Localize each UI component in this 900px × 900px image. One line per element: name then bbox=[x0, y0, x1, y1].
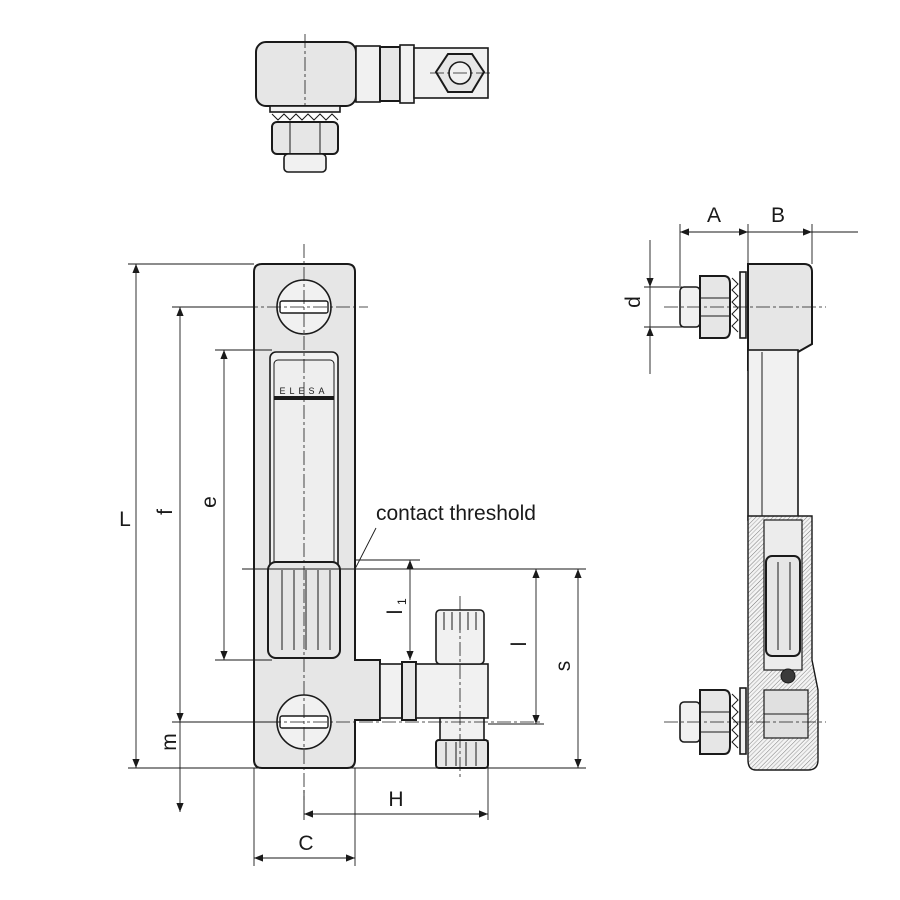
front-view-ring bbox=[401, 661, 417, 721]
dim-e-label: e bbox=[198, 496, 221, 508]
top-view bbox=[255, 34, 492, 173]
top-view-nut bbox=[271, 121, 339, 155]
cable-nut-knurl bbox=[445, 742, 477, 766]
dim-m-label: m bbox=[158, 733, 181, 751]
top-view-body bbox=[255, 41, 357, 107]
dim-f-label: f bbox=[154, 509, 177, 515]
callout-leader bbox=[354, 527, 377, 570]
front-view-cable-gland bbox=[439, 717, 485, 741]
top-view-collar bbox=[355, 45, 381, 103]
callout-label: contact threshold bbox=[376, 502, 536, 525]
dim-l1-subscript: 1 bbox=[395, 598, 409, 605]
front-view-connector bbox=[415, 663, 489, 719]
dim-s-label: s bbox=[552, 661, 575, 672]
top-view-nut-band bbox=[379, 46, 401, 102]
dim-H-label: H bbox=[388, 788, 403, 811]
side-view bbox=[664, 263, 826, 771]
top-view-spring-washer bbox=[271, 113, 339, 121]
front-view: ELESA bbox=[244, 244, 540, 800]
front-view-collar bbox=[379, 663, 403, 719]
dim-d-label: d bbox=[622, 296, 645, 308]
side-view-ball bbox=[780, 668, 796, 684]
front-dimensions: L f e m l 1 l s H C contact threshold bbox=[119, 263, 586, 866]
top-view-washer bbox=[269, 105, 341, 113]
side-dimensions: A B d bbox=[622, 204, 858, 374]
side-view-top-washer bbox=[739, 271, 747, 339]
side-view-bottom-spring-washer bbox=[731, 693, 739, 749]
float-ribs bbox=[281, 570, 331, 650]
side-view-top-spring-washer bbox=[731, 277, 739, 333]
dim-B-label: B bbox=[771, 204, 785, 227]
front-view-cable-nut bbox=[435, 739, 489, 769]
dim-l1-label: l bbox=[384, 610, 407, 615]
side-view-float bbox=[765, 555, 801, 657]
side-view-upper-body bbox=[747, 349, 799, 521]
dim-l-label: l bbox=[508, 642, 531, 647]
dim-C-label: C bbox=[298, 832, 313, 855]
brand-label: ELESA bbox=[279, 386, 328, 396]
dim-A-label: A bbox=[707, 204, 721, 227]
top-view-ring bbox=[399, 44, 415, 104]
dim-l1-label-group: l 1 bbox=[384, 598, 409, 614]
dim-L-label: L bbox=[119, 508, 131, 531]
top-view-screw-end bbox=[283, 153, 327, 173]
side-view-bottom-washer bbox=[739, 687, 747, 755]
